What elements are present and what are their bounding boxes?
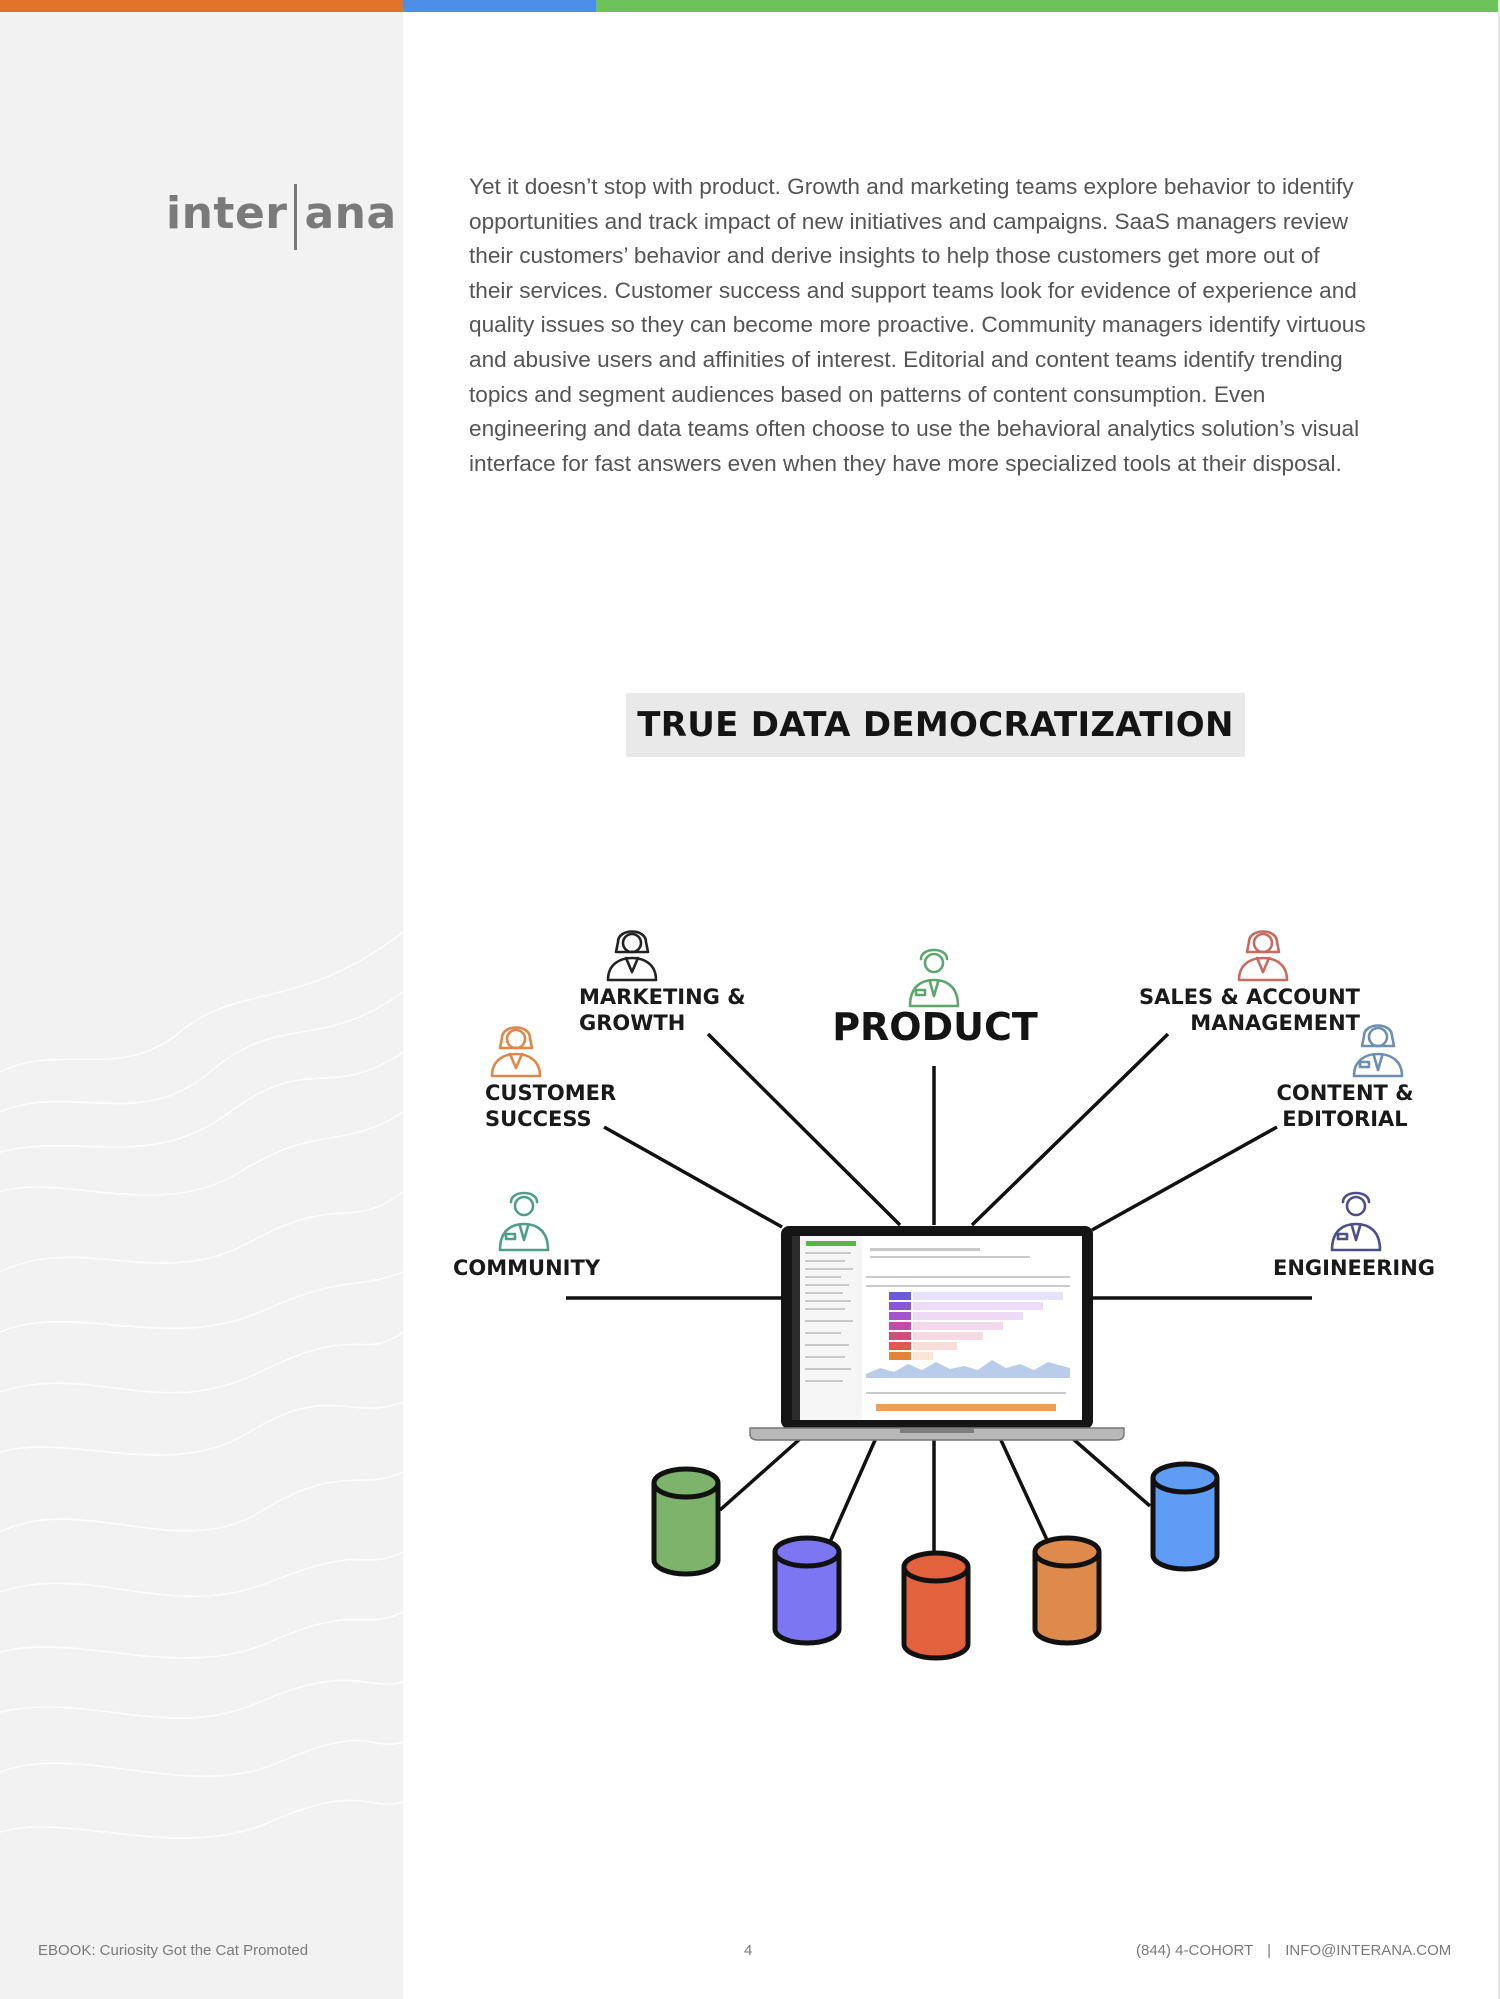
- footer-ebook-title: EBOOK: Curiosity Got the Cat Promoted: [38, 1942, 309, 1959]
- sidebar: [0, 12, 403, 1999]
- footer-email: INFO@INTERANA.COM: [1285, 1942, 1452, 1959]
- footer-phone: (844) 4-COHORT: [1136, 1942, 1253, 1959]
- top-bar-blue: [403, 0, 596, 12]
- logo-divider: [294, 184, 298, 250]
- laptop-icon: [749, 1226, 1125, 1441]
- label-engineering: ENGINEERING: [1273, 1256, 1436, 1280]
- top-bar-green: [596, 0, 1500, 12]
- footer-separator: |: [1267, 1942, 1272, 1959]
- interana-logo: inter ana: [166, 180, 397, 250]
- logo-left-text: inter: [166, 187, 288, 239]
- person-icon-content: [1352, 1024, 1404, 1078]
- label-community: COMMUNITY: [453, 1256, 601, 1280]
- person-icon-sales: [1237, 930, 1289, 982]
- person-icon-product: [908, 948, 960, 1008]
- wave-pattern: [0, 931, 403, 1839]
- connector-lines: [566, 1032, 1312, 1552]
- footer-page-number: 4: [744, 1942, 753, 1959]
- diagram-title: TRUE DATA DEMOCRATIZATION: [626, 693, 1245, 757]
- person-icon-community: [498, 1191, 550, 1252]
- database-icon: [651, 1461, 1220, 1661]
- person-icon-marketing: [606, 930, 658, 982]
- footer-contact: (844) 4-COHORT | INFO@INTERANA.COM: [1136, 1942, 1451, 1959]
- top-bar-orange: [0, 0, 403, 12]
- person-icon-customer-success: [490, 1026, 542, 1078]
- right-edge-line: [1498, 0, 1500, 1999]
- label-sales-account-management: SALES & ACCOUNT MANAGEMENT: [1138, 985, 1360, 1035]
- label-marketing-growth: MARKETING & GROWTH: [579, 985, 746, 1035]
- label-content-editorial: CONTENT & EDITORIAL: [1276, 1081, 1414, 1131]
- person-icon-engineering: [1330, 1191, 1382, 1252]
- body-paragraph: Yet it doesn’t stop with product. Growth…: [469, 174, 1366, 476]
- logo-right-text: ana: [304, 187, 397, 239]
- label-product: PRODUCT: [832, 1005, 1038, 1049]
- label-customer-success: CUSTOMER SUCCESS: [485, 1081, 617, 1131]
